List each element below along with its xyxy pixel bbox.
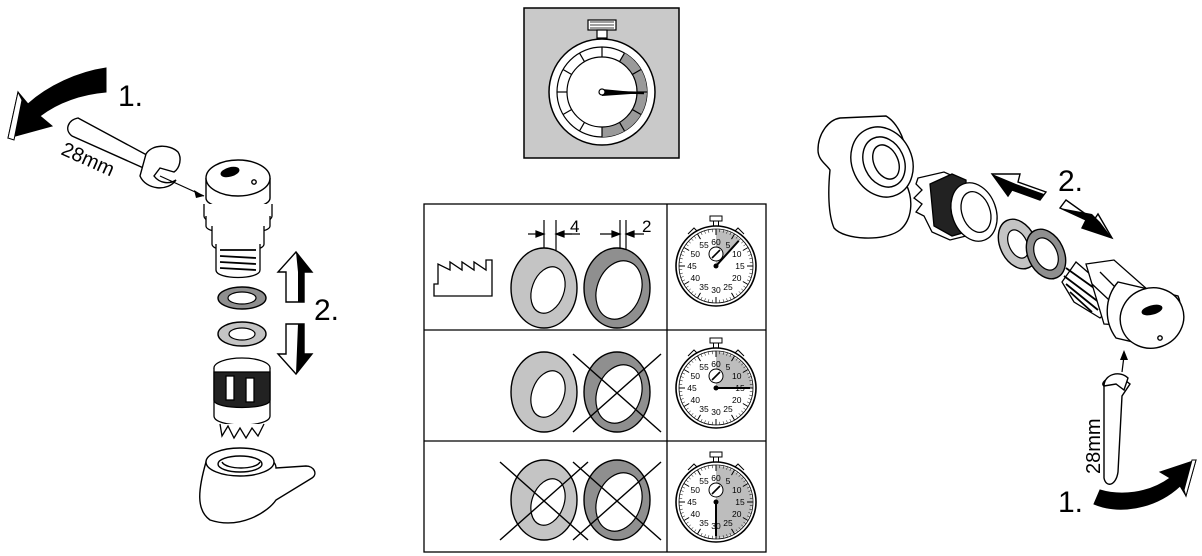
- dial-number: 40: [690, 509, 700, 519]
- dial-number: 10: [732, 249, 742, 259]
- thickness-dimension-new: [528, 220, 580, 250]
- valve-housing-right: [817, 115, 914, 239]
- dial-number: 45: [687, 383, 697, 393]
- factory-icon: [433, 259, 493, 297]
- thickness-worn-label: 2: [642, 217, 651, 236]
- seal-worn: [583, 247, 651, 329]
- seal-worn-left: [217, 286, 267, 310]
- dial-number: 60: [711, 473, 721, 483]
- seal-worn: [583, 459, 651, 541]
- dial-number: 20: [732, 509, 742, 519]
- svg-text:28mm: 28mm: [1083, 418, 1105, 474]
- seal-pair-row-2: [510, 351, 662, 433]
- dial-number: 15: [735, 497, 745, 507]
- cartridge-cap-right: [1106, 281, 1185, 349]
- right-step-1-label: 1.: [1058, 486, 1084, 519]
- arrow-up-left: [276, 250, 314, 303]
- cross-mark: [499, 461, 589, 541]
- arrow-in-right: [1058, 199, 1114, 240]
- dial-number: 35: [699, 282, 709, 292]
- timer-panel: [523, 7, 680, 159]
- seal-pair-row-3: [499, 459, 662, 541]
- dial-number: 40: [690, 273, 700, 283]
- left-assembly: [7, 67, 316, 524]
- elapsed-sector: [716, 466, 752, 538]
- dial-number: 35: [699, 404, 709, 414]
- dial-number: 55: [699, 362, 709, 372]
- dial-number: 35: [699, 518, 709, 528]
- dial-number: 5: [726, 240, 731, 250]
- dial-number: 10: [732, 371, 742, 381]
- seal-pair-row-1: [510, 247, 651, 329]
- right-assembly: [817, 115, 1197, 510]
- dial-number: 60: [711, 237, 721, 247]
- seal-new: [510, 459, 578, 541]
- dial-number: 40: [690, 395, 700, 405]
- dial-number: 45: [687, 497, 697, 507]
- arrow-out-right: [990, 173, 1048, 201]
- dial-number: 60: [711, 359, 721, 369]
- dial-number: 25: [723, 518, 733, 528]
- thickness-new-label: 4: [570, 217, 579, 236]
- dial-number: 15: [735, 261, 745, 271]
- left-step-1-label: 1.: [118, 80, 144, 113]
- stopwatch-hand: [715, 240, 740, 267]
- dial-number: 30: [711, 285, 721, 295]
- dial-number: 25: [723, 404, 733, 414]
- dial-number: 45: [687, 261, 697, 271]
- dial-number: 20: [732, 395, 742, 405]
- dial-number: 5: [726, 476, 731, 486]
- seal-new: [510, 247, 578, 329]
- thermo-element-right: [913, 171, 998, 242]
- wrench-right: [1102, 373, 1131, 485]
- dial-number: 5: [726, 362, 731, 372]
- left-step-2-label: 2.: [314, 294, 340, 327]
- cartridge-body-left: [203, 204, 273, 279]
- seal-new-left: [217, 321, 267, 347]
- seal-worn: [583, 351, 651, 433]
- dial-number: 55: [699, 240, 709, 250]
- dial-number: 25: [723, 282, 733, 292]
- seal-worn-right: [1025, 228, 1067, 280]
- right-step-2-label: 2.: [1058, 165, 1084, 198]
- seal-new: [510, 351, 578, 433]
- wrench-right-label: 28mm: [1083, 418, 1105, 474]
- dial-number: 20: [732, 273, 742, 283]
- elapsed-sector: [716, 352, 752, 388]
- cross-mark: [572, 461, 662, 541]
- thermo-element-left: [213, 357, 271, 440]
- wrench-left: [67, 117, 181, 189]
- arrow-down-left: [276, 323, 314, 376]
- cartridge-cap-left: [205, 159, 271, 210]
- dial-number: 50: [690, 249, 700, 259]
- dial-number: 50: [690, 485, 700, 495]
- dial-number: 50: [690, 371, 700, 381]
- dial-number: 55: [699, 476, 709, 486]
- cross-mark: [572, 353, 662, 433]
- thickness-dimension-worn: [600, 220, 644, 250]
- dial-number: 10: [732, 485, 742, 495]
- valve-housing-left: [199, 447, 316, 524]
- dial-number: 30: [711, 407, 721, 417]
